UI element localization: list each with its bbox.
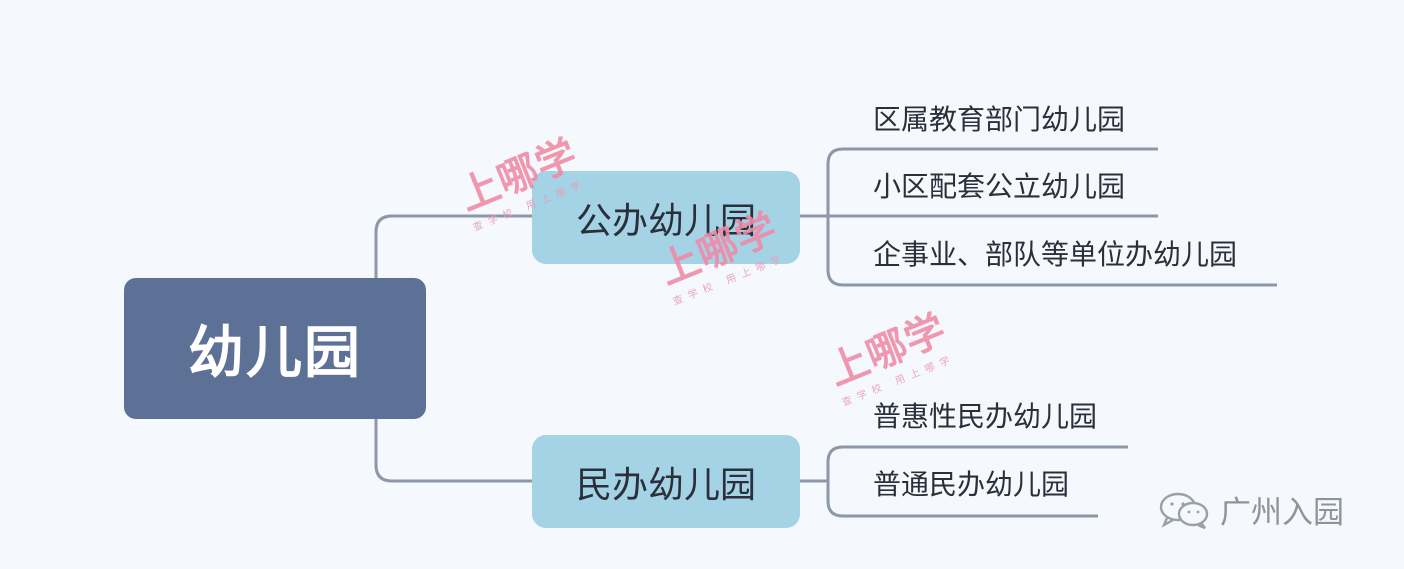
branch-label-public: 公办幼儿园 [575,200,756,242]
root-node: 幼儿园 [124,278,426,419]
connector-private-leaf-2 [826,481,1098,518]
connector-public-leaf-3 [826,216,1277,287]
connector-root-private [374,419,532,483]
connector-root-public [374,214,532,278]
connector-public-leaf-1 [826,147,1158,216]
wechat-account: 广州入园 [1158,487,1344,532]
leaf-private-2: 普通民办幼儿园 [873,468,1070,501]
leaf-public-3: 企事业、部队等单位办幼儿园 [873,238,1238,271]
leaf-public-2: 小区配套公立幼儿园 [873,170,1126,203]
branch-node-public: 公办幼儿园 [532,171,800,264]
connector-private-leaf-1 [826,445,1128,481]
leaf-public-1: 区属教育部门幼儿园 [873,103,1126,136]
wechat-icon [1159,492,1209,529]
root-label: 幼儿园 [188,321,362,386]
branch-label-private: 民办幼儿园 [575,464,756,506]
wechat-account-name: 广州入园 [1220,495,1344,531]
branch-node-private: 民办幼儿园 [532,435,800,528]
leaf-private-1: 普惠性民办幼儿园 [873,400,1098,433]
